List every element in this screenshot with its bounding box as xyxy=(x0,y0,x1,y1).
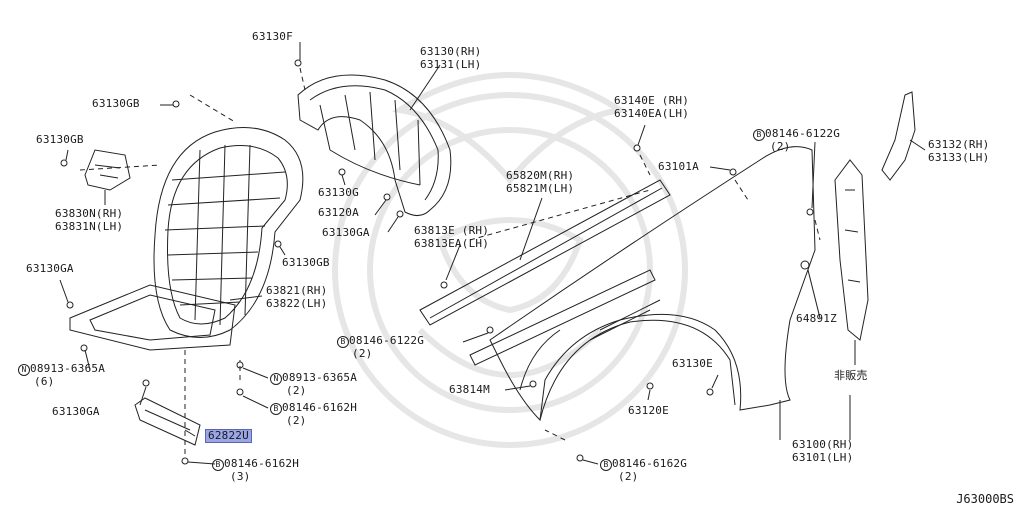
label-63130gb-left: 63130GB xyxy=(36,133,84,146)
label-08146-122g-top-qty: (2) xyxy=(770,140,791,153)
label-08146-122g-top-text: 08146-6122G xyxy=(765,127,841,140)
label-08146-122g-mid-qty: (2) xyxy=(352,347,373,360)
label-63130-rh: 63130(RH) xyxy=(420,45,482,58)
label-08146-162g-qty: (2) xyxy=(618,470,639,483)
label-08913-right-qty: (2) xyxy=(286,384,307,397)
label-64891z: 64891Z xyxy=(796,312,837,325)
label-08146-h-upper-qty: (2) xyxy=(286,414,307,427)
n-marker-icon: N xyxy=(270,373,282,385)
label-63130gb-top: 63130GB xyxy=(92,97,140,110)
label-63140ea-lh: 63140EA(LH) xyxy=(614,107,690,120)
label-65821m-lh: 65821M(LH) xyxy=(506,182,575,195)
bracket-63830n xyxy=(84,149,131,191)
label-63133-lh: 63133(LH) xyxy=(928,151,990,164)
fender-seal-strip xyxy=(419,179,671,326)
label-08146-162g-text: 08146-6162G xyxy=(612,457,688,470)
inner-fender-liner-front xyxy=(69,127,304,351)
label-63130gb-right: 63130GB xyxy=(282,256,330,269)
undercover-62822u xyxy=(134,397,201,446)
b-marker-icon: B xyxy=(753,129,765,141)
watermark-emblem xyxy=(332,72,688,448)
label-08146-h-upper-text: 08146-6162H xyxy=(282,401,358,414)
b-marker-icon: B xyxy=(212,459,224,471)
label-63140e-rh: 63140E (RH) xyxy=(614,94,690,107)
label-08146-h-lower-text: 08146-6162H xyxy=(224,457,300,470)
b-marker-icon: B xyxy=(600,459,612,471)
label-63831n-lh: 63831N(LH) xyxy=(55,220,124,233)
diagram-reference-code: J63000BS xyxy=(956,492,1014,506)
label-63130ga-mid: 63130GA xyxy=(322,226,370,239)
label-63131-lh: 63131(LH) xyxy=(420,58,482,71)
clips xyxy=(60,59,814,465)
label-63130e: 63130E xyxy=(672,357,713,370)
leader-lines xyxy=(59,42,926,465)
label-63814m: 63814M xyxy=(449,383,490,396)
b-marker-icon: B xyxy=(337,336,349,348)
label-08913-left-text: 08913-6365A xyxy=(30,362,106,375)
label-63100-rh: 63100(RH) xyxy=(792,438,854,451)
label-63130g: 63130G xyxy=(318,186,359,199)
label-08146-h-lower-qty: (3) xyxy=(230,470,251,483)
label-08913-right-text: 08913-6365A xyxy=(282,371,358,384)
label-63813e-rh: 63813E (RH) xyxy=(414,224,490,237)
front-fender xyxy=(489,146,816,422)
b-marker-icon: B xyxy=(270,403,282,415)
label-63813ea-lh: 63813EA(LH) xyxy=(414,237,490,250)
label-not-sold: 非販売 xyxy=(834,369,868,382)
dashed-guides xyxy=(79,67,821,455)
inner-fender-liner-rear xyxy=(297,74,452,216)
label-62822u-highlighted[interactable]: 62822U xyxy=(205,429,252,443)
label-63130f: 63130F xyxy=(252,30,293,43)
label-63130ga-bottom: 63130GA xyxy=(52,405,100,418)
label-63120e: 63120E xyxy=(628,404,669,417)
label-63821-rh: 63821(RH) xyxy=(266,284,328,297)
label-08146-122g-mid-text: 08146-6122G xyxy=(349,334,425,347)
label-63830n-rh: 63830N(RH) xyxy=(55,207,124,220)
label-63822-lh: 63822(LH) xyxy=(266,297,328,310)
label-63101-lh: 63101(LH) xyxy=(792,451,854,464)
fender-bracket-64891z xyxy=(834,159,869,341)
fender-bracket-63132 xyxy=(881,91,916,181)
label-63130ga-left: 63130GA xyxy=(26,262,74,275)
n-marker-icon: N xyxy=(18,364,30,376)
label-08913-left-qty: (6) xyxy=(34,375,55,388)
label-63132-rh: 63132(RH) xyxy=(928,138,990,151)
label-65820m-rh: 65820M(RH) xyxy=(506,169,575,182)
fender-protector-strip xyxy=(469,269,661,366)
label-63120a: 63120A xyxy=(318,206,359,219)
label-63101a: 63101A xyxy=(658,160,699,173)
